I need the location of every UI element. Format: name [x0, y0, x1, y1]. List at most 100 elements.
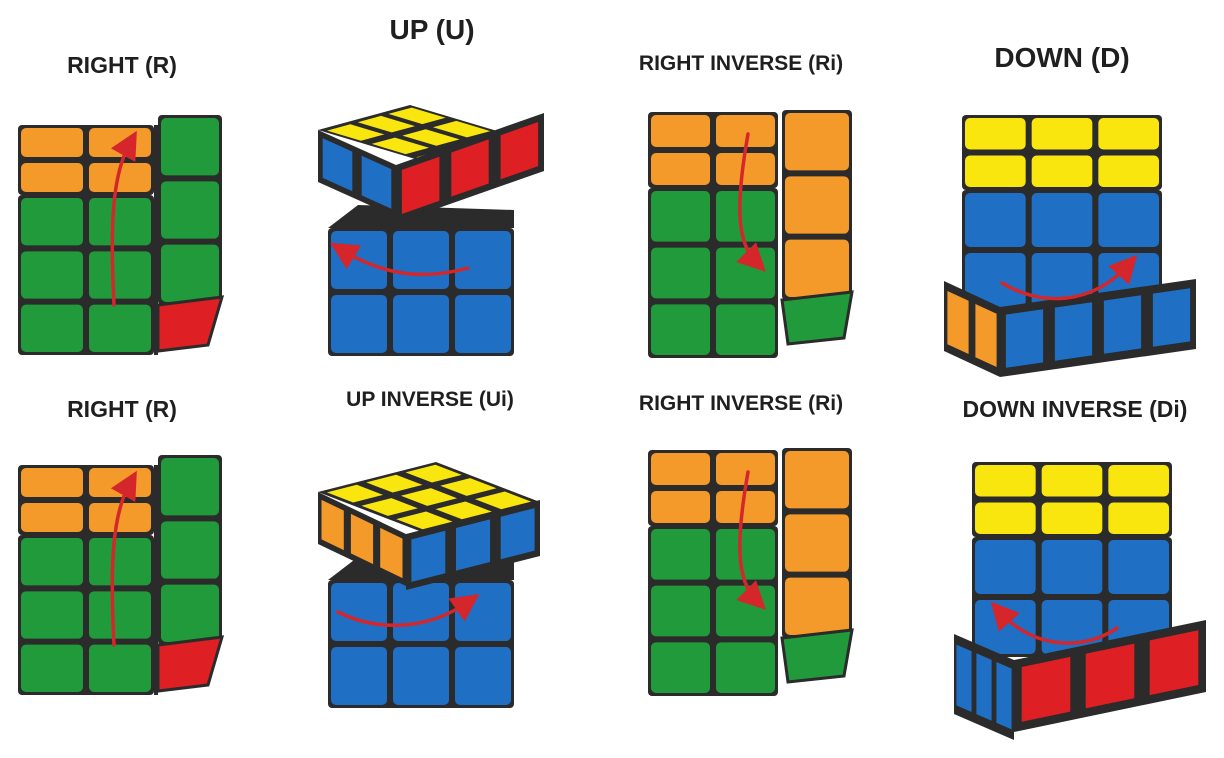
blue-front-lower-sticker — [393, 231, 449, 289]
green-front-sticker — [716, 191, 775, 242]
green-front-sticker — [716, 529, 775, 580]
orange-side-turned-sticker — [947, 291, 968, 354]
blue-front-lower-sticker — [331, 295, 387, 353]
green-front-sticker — [651, 529, 710, 580]
turned-column-sticker — [785, 514, 849, 571]
green-front-sticker — [21, 645, 83, 692]
orange-top-rows-sticker — [89, 128, 151, 157]
blue-front-turned-sticker — [1153, 288, 1190, 347]
green-front-sticker — [651, 642, 710, 693]
turned-column-sticker — [785, 578, 849, 635]
green-front-sticker — [651, 586, 710, 637]
blue-side-turned-sticker — [976, 653, 991, 720]
yellow-top-rows-sticker — [1098, 118, 1159, 150]
yellow-top-rows-sticker — [1032, 156, 1093, 188]
yellow-top-rows-sticker — [1098, 156, 1159, 188]
cube-right-1 — [18, 115, 222, 355]
move-label-up-inverse: UP INVERSE (Ui) — [346, 388, 514, 412]
green-front-sticker — [716, 248, 775, 299]
green-front-sticker — [716, 642, 775, 693]
move-label-right-2: RIGHT (R) — [67, 396, 177, 423]
red-bottom-face — [158, 637, 222, 691]
cube-right-inverse-2 — [648, 448, 852, 696]
green-front-sticker — [716, 586, 775, 637]
orange-top-rows-sticker — [651, 153, 710, 185]
turned-column-sticker — [161, 181, 219, 238]
yellow-top-rows-sticker — [1032, 118, 1093, 150]
turned-column-sticker — [161, 118, 219, 175]
blue-front-lower-sticker — [455, 647, 511, 705]
blue-middle-sticker — [965, 193, 1026, 247]
green-front-sticker — [651, 304, 710, 355]
cube-right-2 — [18, 455, 222, 695]
cube-up-inverse-2 — [318, 462, 540, 708]
blue-front-lower-sticker — [393, 583, 449, 641]
green-bottom-face — [782, 292, 852, 344]
blue-middle-sticker — [1042, 540, 1103, 594]
turned-column-sticker — [785, 240, 849, 297]
blue-front-turned-sticker — [1104, 295, 1141, 354]
green-front-sticker — [21, 198, 83, 245]
yellow-top-rows-sticker — [1108, 465, 1169, 497]
move-label-down-inverse: DOWN INVERSE (Di) — [963, 396, 1188, 423]
orange-top-rows-sticker — [21, 163, 83, 192]
turned-column-sticker — [161, 458, 219, 515]
green-front-sticker — [89, 198, 151, 245]
blue-front-turned-sticker — [501, 508, 535, 559]
green-front-sticker — [89, 251, 151, 298]
orange-top-rows-sticker — [89, 468, 151, 497]
blue-front-lower-sticker — [455, 231, 511, 289]
red-front-turned-sticker — [1150, 630, 1199, 695]
cube-up-1 — [318, 105, 544, 356]
green-front-sticker — [89, 645, 151, 692]
green-front-sticker — [716, 304, 775, 355]
orange-top-rows-sticker — [651, 115, 710, 147]
yellow-top-rows-sticker — [975, 465, 1036, 497]
yellow-top-rows-sticker — [965, 118, 1026, 150]
move-label-right-inverse: RIGHT INVERSE (Ri) — [639, 52, 843, 76]
turned-column-sticker — [785, 451, 849, 508]
blue-side-turned-sticker — [956, 645, 971, 712]
green-bottom-face — [782, 630, 852, 682]
orange-top-rows-sticker — [21, 503, 83, 532]
blue-middle-sticker — [1108, 540, 1169, 594]
blue-middle-sticker — [1032, 193, 1093, 247]
blue-front-turned-sticker — [411, 531, 445, 582]
orange-top-rows-sticker — [651, 491, 710, 523]
green-front-sticker — [89, 538, 151, 585]
blue-middle-sticker — [975, 600, 1036, 654]
orange-top-rows-sticker — [651, 453, 710, 485]
blue-front-turned-sticker — [1055, 302, 1092, 361]
yellow-top-rows-sticker — [1042, 503, 1103, 535]
yellow-top-rows-sticker — [1042, 465, 1103, 497]
blue-front-turned-sticker — [456, 519, 490, 570]
yellow-top-rows-sticker — [965, 156, 1026, 188]
red-front-turned-sticker — [1022, 657, 1071, 722]
green-front-sticker — [651, 191, 710, 242]
green-front-sticker — [89, 591, 151, 638]
turned-column-sticker — [161, 521, 219, 578]
turned-column-sticker — [161, 245, 219, 302]
red-front-turned-sticker — [1086, 644, 1135, 709]
move-label-down: DOWN (D) — [994, 42, 1129, 74]
blue-side-turned-sticker — [996, 662, 1011, 729]
orange-top-rows-sticker — [21, 468, 83, 497]
green-front-sticker — [651, 248, 710, 299]
green-front-sticker — [89, 305, 151, 352]
orange-top-rows-sticker — [21, 128, 83, 157]
green-front-sticker — [21, 538, 83, 585]
blue-front-lower-sticker — [393, 295, 449, 353]
cube-right-inverse-1 — [648, 110, 852, 358]
blue-middle-sticker — [1098, 193, 1159, 247]
green-front-sticker — [21, 591, 83, 638]
blue-front-lower-sticker — [455, 583, 511, 641]
move-label-up: UP (U) — [389, 14, 474, 46]
yellow-top-rows-sticker — [1108, 503, 1169, 535]
blue-middle-sticker — [975, 540, 1036, 594]
blue-front-lower-sticker — [455, 295, 511, 353]
cube-down-1 — [944, 115, 1196, 377]
move-label-right-inverse-2: RIGHT INVERSE (Ri) — [639, 392, 843, 416]
blue-front-lower-sticker — [393, 647, 449, 705]
green-front-sticker — [21, 251, 83, 298]
